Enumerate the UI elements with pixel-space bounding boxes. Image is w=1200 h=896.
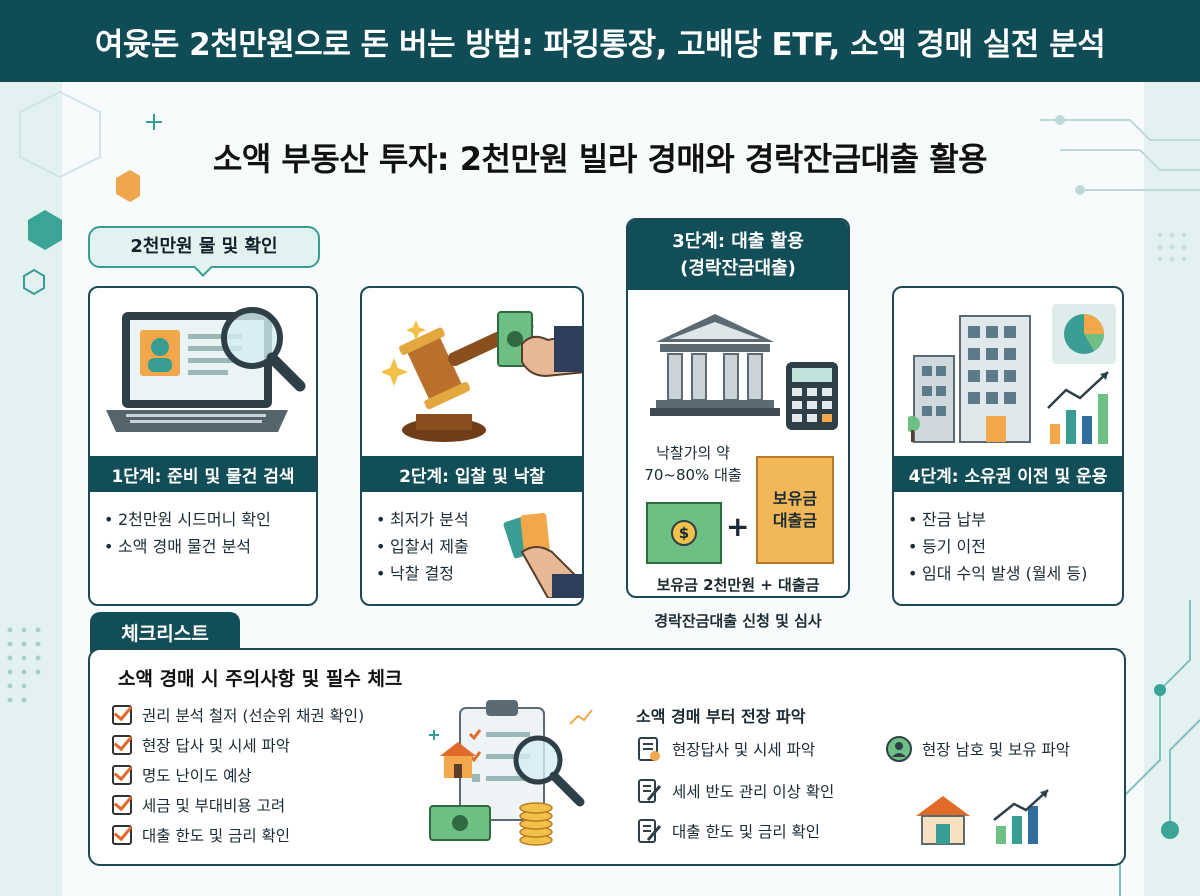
house-icon [440, 742, 476, 778]
checklist-item: 대출 한도 및 금리 확인 [112, 824, 290, 846]
loan-note: 낙찰가의 약 70~80% 대출 [638, 442, 748, 486]
checklist-item-label: 권리 분석 철저 (선순위 채권 확인) [142, 707, 365, 725]
edit-document-icon [638, 819, 662, 843]
checklist-right-item: 현장답사 및 시세 파악 [636, 736, 815, 762]
bubble-label: 2천만원 물 및 확인 [130, 236, 278, 257]
document-icon [638, 737, 660, 761]
circuit-decor [1040, 115, 1200, 262]
step2-list: 최저가 분석 입찰서 제출 낙찰 결정 [362, 506, 582, 587]
loan-note-line1: 낙찰가의 약 [656, 444, 730, 462]
list-item: 등기 이전 [894, 533, 1122, 560]
magnifier-icon [221, 307, 306, 392]
list-item: 2천만원 시드머니 확인 [90, 506, 316, 533]
clipboard-icon [429, 700, 593, 846]
page-title: 여윳돈 2천만원으로 돈 버는 방법: 파킹통장, 고배당 ETF, 소액 경매… [94, 26, 1106, 63]
header-bar: 여윳돈 2천만원으로 돈 버는 방법: 파킹통장, 고배당 ETF, 소액 경매… [0, 0, 1200, 82]
cash-box: $ [646, 502, 722, 564]
checklist-right-label: 대출 한도 및 금리 확인 [672, 823, 821, 841]
checklist-side-item: 현장 남호 및 보유 파악 [886, 736, 1070, 762]
checklist-item-label: 명도 난이도 예상 [142, 767, 252, 785]
house-icon [916, 796, 970, 845]
checklist-right-title: 소액 경매 부터 전장 파악 [636, 707, 806, 726]
step4-title: 4단계: 소유권 이전 및 운용 [894, 456, 1122, 492]
checkbox-icon [112, 735, 132, 755]
checklist-item: 명도 난이도 예상 [112, 764, 252, 786]
pie-chart-icon [1052, 304, 1116, 364]
step2-title: 2단계: 입찰 및 낙찰 [362, 456, 582, 492]
checklist-item: 현장 답사 및 시세 파악 [112, 734, 290, 756]
checklist-item-label: 현장 답사 및 시세 파악 [142, 737, 291, 755]
checklist-side-label: 현장 남호 및 보유 파악 [922, 741, 1071, 759]
list-item: 잔금 납부 [894, 506, 1122, 533]
list-item: 임대 수익 발생 (월세 등) [894, 560, 1122, 587]
checklist-right-label: 현장답사 및 시세 파악 [672, 741, 816, 759]
dot-grid-decor [7, 627, 41, 703]
loan-box: 보유금 대출금 [756, 456, 834, 564]
step3-title-line2: (경락잔금대출) [680, 258, 796, 279]
cards-hand-icon [503, 513, 582, 598]
step1-list: 2천만원 시드머니 확인 소액 경매 물건 분석 [90, 506, 316, 560]
checklist-right-label: 세세 반도 관리 이상 확인 [672, 783, 835, 801]
loan-note-line2: 70~80% 대출 [644, 466, 742, 484]
step3-title: 3단계: 대출 활용 (경락잔금대출) [628, 220, 848, 290]
money-hand-icon [497, 311, 582, 378]
edit-document-icon [638, 779, 662, 803]
growth-chart-icon [1047, 371, 1109, 444]
checkbox-icon [112, 705, 132, 725]
calculator-icon [786, 362, 838, 430]
step-card-3: 3단계: 대출 활용 (경락잔금대출) 낙찰가의 약 70~80% 대출 $ +… [626, 218, 850, 598]
step-card-2: 2단계: 입찰 및 낙찰 최저가 분석 입찰서 제출 낙찰 결정 [360, 286, 584, 606]
person-icon [886, 736, 912, 762]
step-card-4: 4단계: 소유권 이전 및 운용 잔금 납부 등기 이전 임대 수익 발생 (월… [892, 286, 1124, 606]
loan-box-line1: 보유금 [772, 489, 818, 508]
step1-title: 1단계: 준비 및 물건 검색 [90, 456, 316, 492]
checklist-item: 세금 및 부대비용 고려 [112, 794, 285, 816]
loan-box-line2: 대출금 [772, 511, 818, 530]
checklist-right-item: 세세 반도 관리 이상 확인 [636, 778, 834, 804]
checklist-heading: 소액 경매 시 주의사항 및 필수 체크 [118, 668, 403, 690]
step3-title-line1: 3단계: 대출 활용 [672, 231, 804, 252]
step4-list: 잔금 납부 등기 이전 임대 수익 발생 (월세 등) [894, 506, 1122, 587]
growth-chart-icon [993, 789, 1049, 844]
checklist-item-label: 대출 한도 및 금리 확인 [142, 827, 291, 845]
list-item: 입찰서 제출 [362, 533, 582, 560]
building-icon [908, 315, 1031, 443]
checkbox-icon [112, 765, 132, 785]
checklist-item: 권리 분석 철저 (선순위 채권 확인) [112, 704, 364, 726]
step-card-1: 1단계: 준비 및 물건 검색 2천만원 시드머니 확인 소액 경매 물건 분석 [88, 286, 318, 606]
section-title: 소액 부동산 투자: 2천만원 빌라 경매와 경락잔금대출 활용 [212, 140, 988, 178]
decorative-hexagons [19, 90, 140, 296]
dollar-icon: $ [671, 520, 697, 546]
checkbox-icon [112, 795, 132, 815]
coins-icon [519, 802, 553, 846]
funding-formula: 보유금 2천만원 + 대출금 [656, 576, 820, 594]
checklist-right-item: 대출 한도 및 금리 확인 [636, 818, 820, 844]
list-item: 낙찰 결정 [362, 560, 582, 587]
list-item: 최저가 분석 [362, 506, 582, 533]
plus-decor-icon [146, 114, 162, 130]
checklist-tab: 체크리스트 [90, 612, 240, 652]
checklist-item-label: 세금 및 부대비용 고려 [142, 797, 286, 815]
list-item: 소액 경매 물건 분석 [90, 533, 316, 560]
step3-caption: 경락잔금대출 신청 및 심사 [654, 612, 822, 630]
checkbox-icon [112, 825, 132, 845]
bank-icon [650, 314, 780, 416]
plus-sign: + [726, 510, 750, 543]
